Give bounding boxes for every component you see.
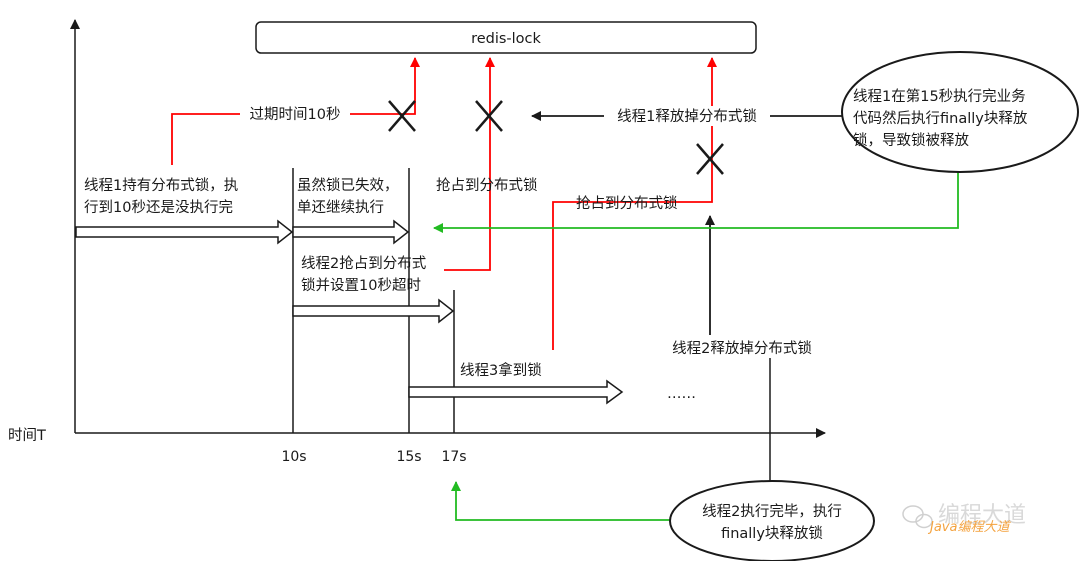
ellipse-top-line3: 锁，导致锁被释放 — [853, 132, 969, 149]
tick-label-15s: 15s — [396, 449, 421, 465]
grab-lock-label-2: 抢占到分布式锁 — [576, 194, 678, 212]
thread1-release-green-arrow — [433, 172, 959, 233]
thread1-release-label: 线程1释放掉分布式锁 — [617, 108, 757, 125]
ellipse-top-line1: 线程1在第15秒执行完业务 — [853, 87, 1026, 105]
thread3-exec-arrow — [408, 379, 624, 405]
expire-label-bg — [240, 104, 350, 124]
thread1-holding-line1: 线程1持有分布式锁，执 — [84, 177, 238, 194]
expire-label: 过期时间10秒 — [250, 106, 341, 123]
watermark-text: 编程大道 — [938, 503, 1026, 528]
thread2-grab-line1: 线程2抢占到分布式 — [301, 254, 427, 272]
watermark-subtext: Java编程大道 — [927, 520, 1011, 535]
tick-label-17s: 17s — [441, 449, 466, 465]
axis-label-time: 时间T — [8, 427, 46, 444]
thread1-exec-arrow-2 — [292, 219, 410, 245]
thread2-release-label-bg — [657, 338, 827, 358]
ellipsis-label: …… — [667, 386, 696, 402]
grab-lock-label-1: 抢占到分布式锁 — [436, 176, 538, 194]
ellipse-bottom-line2: finally块释放锁 — [721, 525, 823, 542]
thread2-release-label: 线程2释放掉分布式锁 — [672, 340, 812, 357]
ellipse-top-line2: 代码然后执行finally块释放 — [853, 110, 1028, 127]
redis-lock-box: redis-lock — [255, 21, 757, 54]
thread1-release-label-bg — [604, 106, 770, 126]
thread2-grab-red-arrow — [444, 57, 495, 271]
thread2-finally-ellipse: 线程2执行完毕，执行 finally块释放锁 — [669, 480, 875, 561]
thread1-holding-line2: 行到10秒还是没执行完 — [84, 199, 233, 216]
thread3-grab-red-arrow — [552, 57, 717, 350]
thread2-grab-line2: 锁并设置10秒超时 — [301, 277, 421, 294]
cross-mark-2 — [475, 100, 503, 132]
wechat-icon — [902, 505, 933, 529]
watermark: 编程大道 Java编程大道 — [902, 503, 1026, 535]
thread2-exec-arrow — [292, 298, 455, 324]
tick-label-10s: 10s — [281, 449, 306, 465]
ellipse-bottom-line1: 线程2执行完毕，执行 — [702, 503, 842, 520]
thread1-finally-ellipse: 线程1在第15秒执行完业务 代码然后执行finally块释放 锁，导致锁被释放 — [841, 51, 1079, 173]
thread1-exec-arrow-1 — [75, 219, 294, 245]
thread3-get-label: 线程3拿到锁 — [460, 361, 542, 379]
lock-expired-line1: 虽然锁已失效， — [297, 177, 399, 194]
cross-mark-1 — [388, 100, 416, 132]
lock-expired-line2: 单还继续执行 — [297, 199, 384, 216]
cross-mark-3 — [696, 143, 724, 175]
redis-lock-label: redis-lock — [471, 31, 541, 47]
thread2-release-green-arrow — [451, 481, 672, 521]
